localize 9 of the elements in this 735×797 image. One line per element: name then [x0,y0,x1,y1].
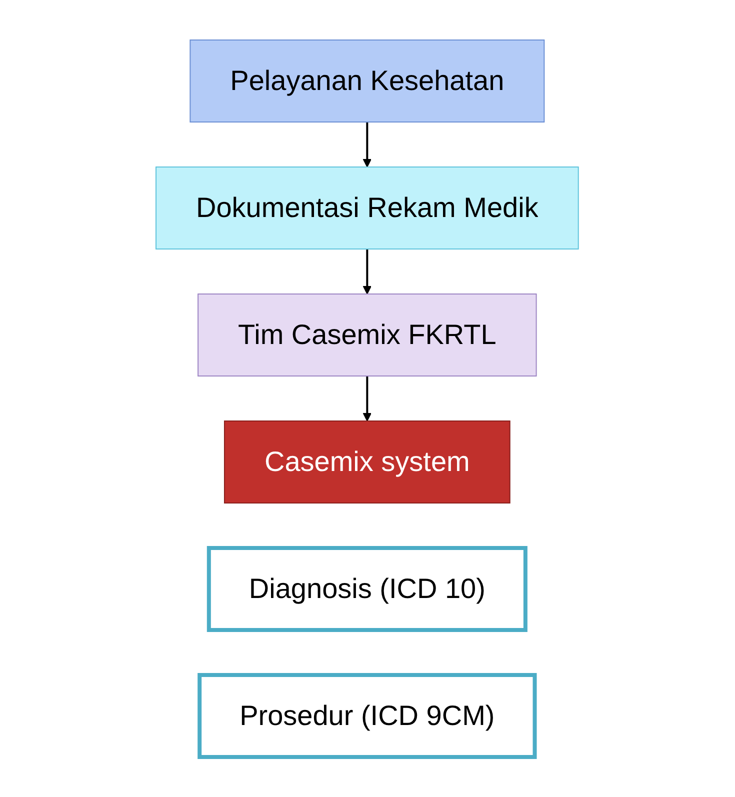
arrow [363,249,372,294]
node-box: Tim Casemix FKRTL [198,294,538,376]
node-box: Prosedur (ICD 9CM) [198,673,538,759]
arrow [363,122,372,168]
node-box: Pelayanan Kesehatan [190,40,545,122]
node-box: Dokumentasi Rekam Medik [156,166,580,250]
node-box: Diagnosis (ICD 10) [207,546,528,632]
arrow [363,376,372,422]
node-box: Casemix system [224,420,511,504]
